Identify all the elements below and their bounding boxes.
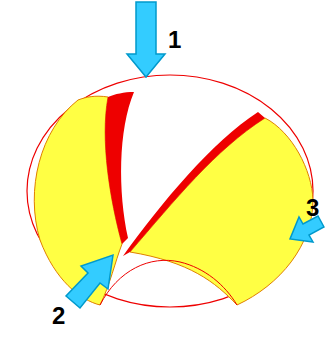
opening-edge bbox=[100, 260, 237, 305]
callout-number: 2 bbox=[52, 304, 65, 328]
callout-number: 3 bbox=[306, 196, 319, 220]
left-band bbox=[105, 92, 134, 244]
callout-number: 1 bbox=[168, 28, 181, 52]
force-arrow bbox=[66, 255, 113, 308]
force-arrow bbox=[127, 2, 165, 77]
ball-outline bbox=[27, 75, 313, 307]
right-band bbox=[123, 112, 265, 256]
